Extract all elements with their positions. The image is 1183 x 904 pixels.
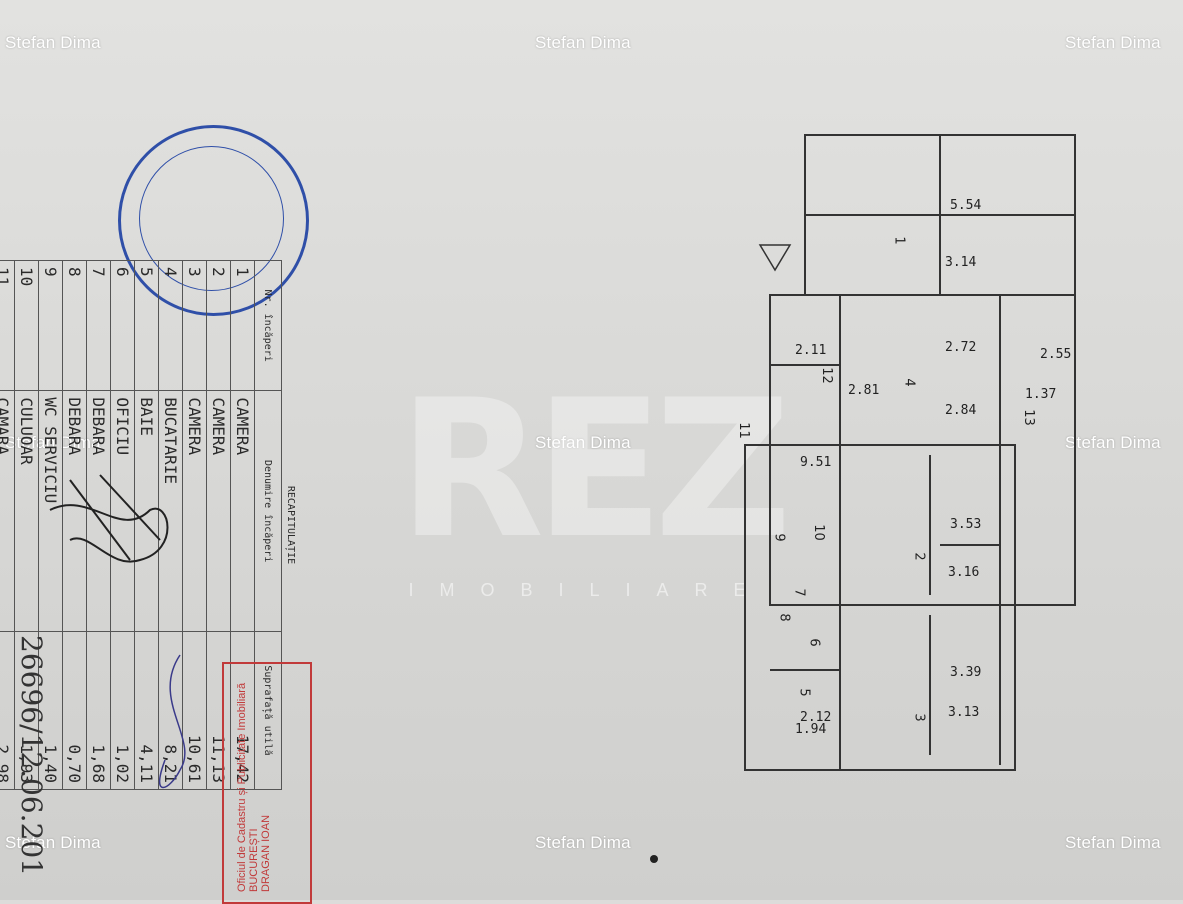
dimension-label: 5.54 — [950, 198, 982, 213]
brand-watermark: REZ IMOBILIARE — [360, 360, 820, 620]
dimension-label: 2.84 — [945, 403, 977, 418]
room-name-cell: CAMERA — [230, 390, 255, 632]
room-number-cell: 9 — [38, 260, 63, 391]
watermark-agent-name: Stefan Dima — [1065, 33, 1161, 52]
header-room-name: Denumire încăperi — [254, 390, 282, 632]
watermark-agent-name: Stefan Dima — [5, 433, 101, 452]
dimension-label: 2.55 — [1040, 347, 1072, 362]
room-number: 5 — [796, 688, 812, 697]
room-number: 6 — [806, 638, 822, 647]
watermark-agent-name: Stefan Dima — [1065, 433, 1161, 452]
dimension-label: 3.16 — [948, 565, 980, 580]
round-official-stamp — [118, 125, 309, 316]
dimension-label: 3.39 — [950, 665, 982, 680]
room-number: 11 — [735, 422, 751, 439]
floor-plan-drawing — [744, 134, 1076, 771]
watermark-agent-name: Stefan Dima — [1065, 833, 1161, 852]
room-number: 7 — [791, 588, 807, 597]
room-number: 9 — [771, 533, 787, 542]
stamp-text: Oficiul de Cadastru și Publicitate Imobi… — [236, 672, 272, 892]
room-number: 8 — [776, 613, 792, 622]
dimension-label: 1.37 — [1025, 387, 1057, 402]
ink-speck — [650, 855, 658, 863]
stamp-line: Oficiul de Cadastru și Publicitate Imobi… — [236, 682, 248, 892]
brand-watermark-letters: REZ — [398, 359, 792, 580]
header-room-number: Nr. încăperi — [254, 260, 282, 391]
dimension-label: 2.12 — [800, 710, 832, 725]
dimension-label: 2.81 — [848, 383, 880, 398]
floor-plan: 1 2 3 4 5 6 7 8 9 10 11 12 13 5.54 3.14 … — [700, 125, 1100, 795]
watermark-agent-name: Stefan Dima — [5, 833, 101, 852]
room-number: 1 — [891, 236, 907, 245]
room-number-cell: 5 — [134, 260, 159, 391]
dimension-label: 1.94 — [795, 722, 827, 737]
brand-watermark-subtitle: IMOBILIARE — [408, 580, 772, 600]
signature-scribble — [49, 474, 186, 789]
room-number-cell: 8 — [62, 260, 87, 391]
dimension-label: 2.11 — [795, 343, 827, 358]
watermark-agent-name: Stefan Dima — [535, 433, 631, 452]
rectangular-stamp: Oficiul de Cadastru și Publicitate Imobi… — [222, 662, 312, 904]
watermark-agent-name: Stefan Dima — [535, 833, 631, 852]
room-number: 4 — [901, 378, 917, 387]
room-name-cell: CAMARA — [0, 390, 15, 632]
room-number-cell: 10 — [14, 260, 39, 391]
watermark-agent-name: Stefan Dima — [5, 33, 101, 52]
watermark-agent-name: Stefan Dima — [535, 33, 631, 52]
room-number: 2 — [911, 552, 927, 561]
room-number-cell: 6 — [110, 260, 135, 391]
room-number: 3 — [911, 713, 927, 722]
room-number-cell: 4 — [158, 260, 183, 391]
dimension-label: 9.51 — [800, 455, 832, 470]
dimension-label: 3.53 — [950, 517, 982, 532]
room-number-cell: 1 — [230, 260, 255, 391]
room-number-cell: 7 — [86, 260, 111, 391]
area-cell: 2,98 — [0, 631, 15, 790]
stamp-line: BUCUREȘTI — [248, 828, 260, 892]
room-number-cell: 2 — [206, 260, 231, 391]
dimension-label: 3.13 — [948, 705, 980, 720]
room-number: 12 — [818, 367, 834, 384]
room-number: 13 — [1020, 409, 1036, 426]
stamp-line: DRAGAN IOAN — [260, 814, 272, 892]
dimension-label: 2.72 — [945, 340, 977, 355]
room-number-cell: 3 — [182, 260, 207, 391]
dimension-label: 3.14 — [945, 255, 977, 270]
room-number: 10 — [810, 524, 826, 541]
room-name-cell: CAMERA — [206, 390, 231, 632]
room-number-cell: 11 — [0, 260, 15, 391]
